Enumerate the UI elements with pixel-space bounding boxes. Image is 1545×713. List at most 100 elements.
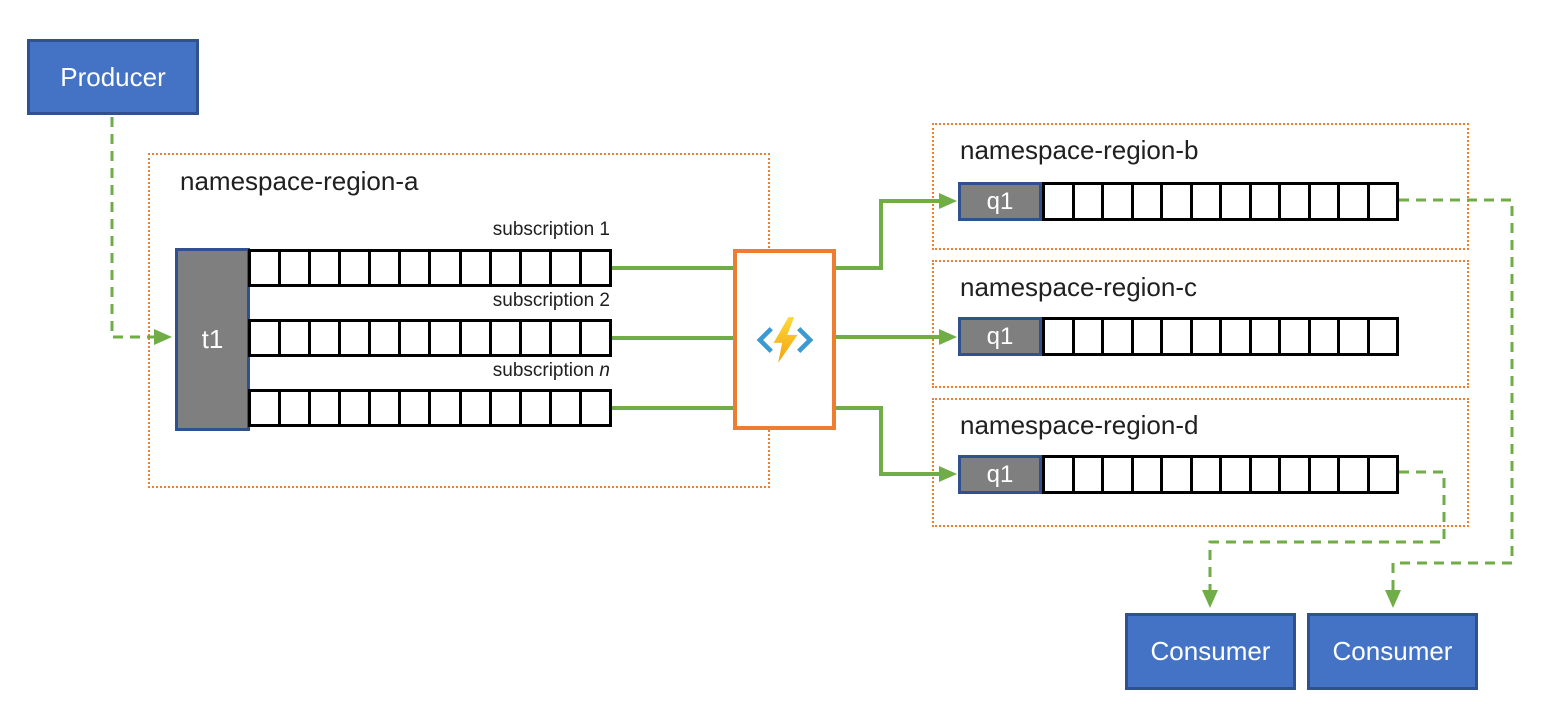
queue-cell bbox=[278, 319, 312, 357]
queue-cell bbox=[1130, 317, 1163, 356]
queue-cell bbox=[248, 249, 282, 287]
function-box[interactable] bbox=[733, 249, 836, 430]
queue-cell bbox=[1071, 317, 1104, 356]
queue-cell bbox=[398, 249, 432, 287]
queue-cell bbox=[1307, 182, 1340, 221]
queue-cell bbox=[1366, 182, 1399, 221]
queue-cell bbox=[1278, 182, 1311, 221]
queue-cell bbox=[1278, 317, 1311, 356]
queue-cell bbox=[1189, 182, 1222, 221]
queue-cell bbox=[308, 389, 342, 427]
consumer-2-label: Consumer bbox=[1332, 636, 1453, 666]
queue-cell bbox=[1337, 182, 1370, 221]
topic-t1-box[interactable]: t1 bbox=[175, 248, 250, 431]
queue-cell bbox=[278, 249, 312, 287]
queue-cell bbox=[1366, 455, 1399, 494]
namespace-region-b-label: namespace-region-b bbox=[960, 135, 1199, 165]
queue-cell bbox=[1366, 317, 1399, 356]
subscription-1-queue bbox=[248, 249, 612, 287]
queue-cell bbox=[488, 249, 522, 287]
queue-cell bbox=[1160, 317, 1193, 356]
queue-cell bbox=[308, 319, 342, 357]
queue-cell bbox=[1219, 317, 1252, 356]
queue-cell bbox=[1219, 182, 1252, 221]
queue-d-cells bbox=[1042, 455, 1399, 494]
queue-cell bbox=[1130, 455, 1163, 494]
queue-cell bbox=[1101, 455, 1134, 494]
queue-cell bbox=[1071, 182, 1104, 221]
queue-b-to-consumer-2-dashed-arrow bbox=[1385, 198, 1514, 608]
queue-cell bbox=[1101, 182, 1134, 221]
queue-cell bbox=[458, 249, 492, 287]
subscription-2-queue bbox=[248, 319, 612, 357]
queue-cell bbox=[578, 389, 612, 427]
subscription-n-queue bbox=[248, 389, 612, 427]
queue-cell bbox=[1307, 317, 1340, 356]
queue-cell bbox=[548, 319, 582, 357]
azure-functions-icon bbox=[756, 316, 813, 363]
queue-cell bbox=[578, 249, 612, 287]
queue-cell bbox=[398, 389, 432, 427]
queue-b-q1-box[interactable]: q1 bbox=[958, 182, 1042, 221]
subscription-n-label: subscription n bbox=[492, 360, 610, 381]
left-angle-bracket-icon bbox=[756, 326, 773, 353]
queue-cell bbox=[1160, 455, 1193, 494]
queue-cell bbox=[578, 319, 612, 357]
queue-cell bbox=[1248, 455, 1281, 494]
namespace-region-a-label: namespace-region-a bbox=[180, 166, 419, 196]
right-angle-bracket-icon bbox=[796, 326, 813, 353]
queue-cell bbox=[1130, 182, 1163, 221]
queue-cell bbox=[518, 249, 552, 287]
queue-cell bbox=[1071, 455, 1104, 494]
queue-cell bbox=[398, 319, 432, 357]
queue-cell bbox=[338, 319, 372, 357]
queue-cell bbox=[308, 249, 342, 287]
queue-cell bbox=[1042, 455, 1075, 494]
namespace-region-c-label: namespace-region-c bbox=[960, 272, 1198, 302]
queue-cell bbox=[1042, 317, 1075, 356]
queue-cell bbox=[1307, 455, 1340, 494]
queue-cell bbox=[278, 389, 312, 427]
queue-cell bbox=[518, 389, 552, 427]
lightning-bolt-icon bbox=[773, 316, 798, 363]
queue-cell bbox=[1337, 317, 1370, 356]
queue-cell bbox=[248, 389, 282, 427]
queue-cell bbox=[368, 249, 402, 287]
queue-cell bbox=[428, 389, 462, 427]
function-to-queue-d-arrow bbox=[833, 406, 957, 482]
namespace-region-b-box: namespace-region-b bbox=[932, 123, 1469, 250]
producer-box[interactable]: Producer bbox=[27, 39, 199, 115]
queue-cell bbox=[368, 389, 402, 427]
consumer-1-box[interactable]: Consumer bbox=[1125, 613, 1296, 690]
queue-cell bbox=[248, 319, 282, 357]
queue-cell bbox=[458, 389, 492, 427]
queue-cell bbox=[428, 249, 462, 287]
queue-cell bbox=[458, 319, 492, 357]
queue-cell bbox=[1248, 317, 1281, 356]
queue-cell bbox=[428, 319, 462, 357]
queue-d-q1-label: q1 bbox=[986, 460, 1014, 488]
queue-cell bbox=[338, 389, 372, 427]
queue-cell bbox=[548, 249, 582, 287]
queue-cell bbox=[338, 249, 372, 287]
queue-b-q1-label: q1 bbox=[986, 187, 1014, 215]
queue-cell bbox=[1101, 317, 1134, 356]
topic-t1-label: t1 bbox=[201, 324, 224, 354]
queue-cell bbox=[488, 319, 522, 357]
queue-cell bbox=[368, 319, 402, 357]
subscription-1-label: subscription 1 bbox=[492, 219, 610, 240]
queue-cell bbox=[1248, 182, 1281, 221]
queue-cell bbox=[1189, 455, 1222, 494]
function-to-queue-b-arrow bbox=[833, 193, 957, 270]
queue-cell bbox=[1219, 455, 1252, 494]
queue-cell bbox=[1189, 317, 1222, 356]
queue-c-q1-box[interactable]: q1 bbox=[958, 317, 1042, 356]
queue-c-cells bbox=[1042, 317, 1399, 356]
queue-d-q1-box[interactable]: q1 bbox=[958, 455, 1042, 494]
queue-cell bbox=[1278, 455, 1311, 494]
producer-label: Producer bbox=[60, 61, 166, 92]
queue-cell bbox=[548, 389, 582, 427]
queue-b-cells bbox=[1042, 182, 1399, 221]
queue-c-q1-label: q1 bbox=[986, 322, 1014, 350]
consumer-2-box[interactable]: Consumer bbox=[1307, 613, 1478, 690]
